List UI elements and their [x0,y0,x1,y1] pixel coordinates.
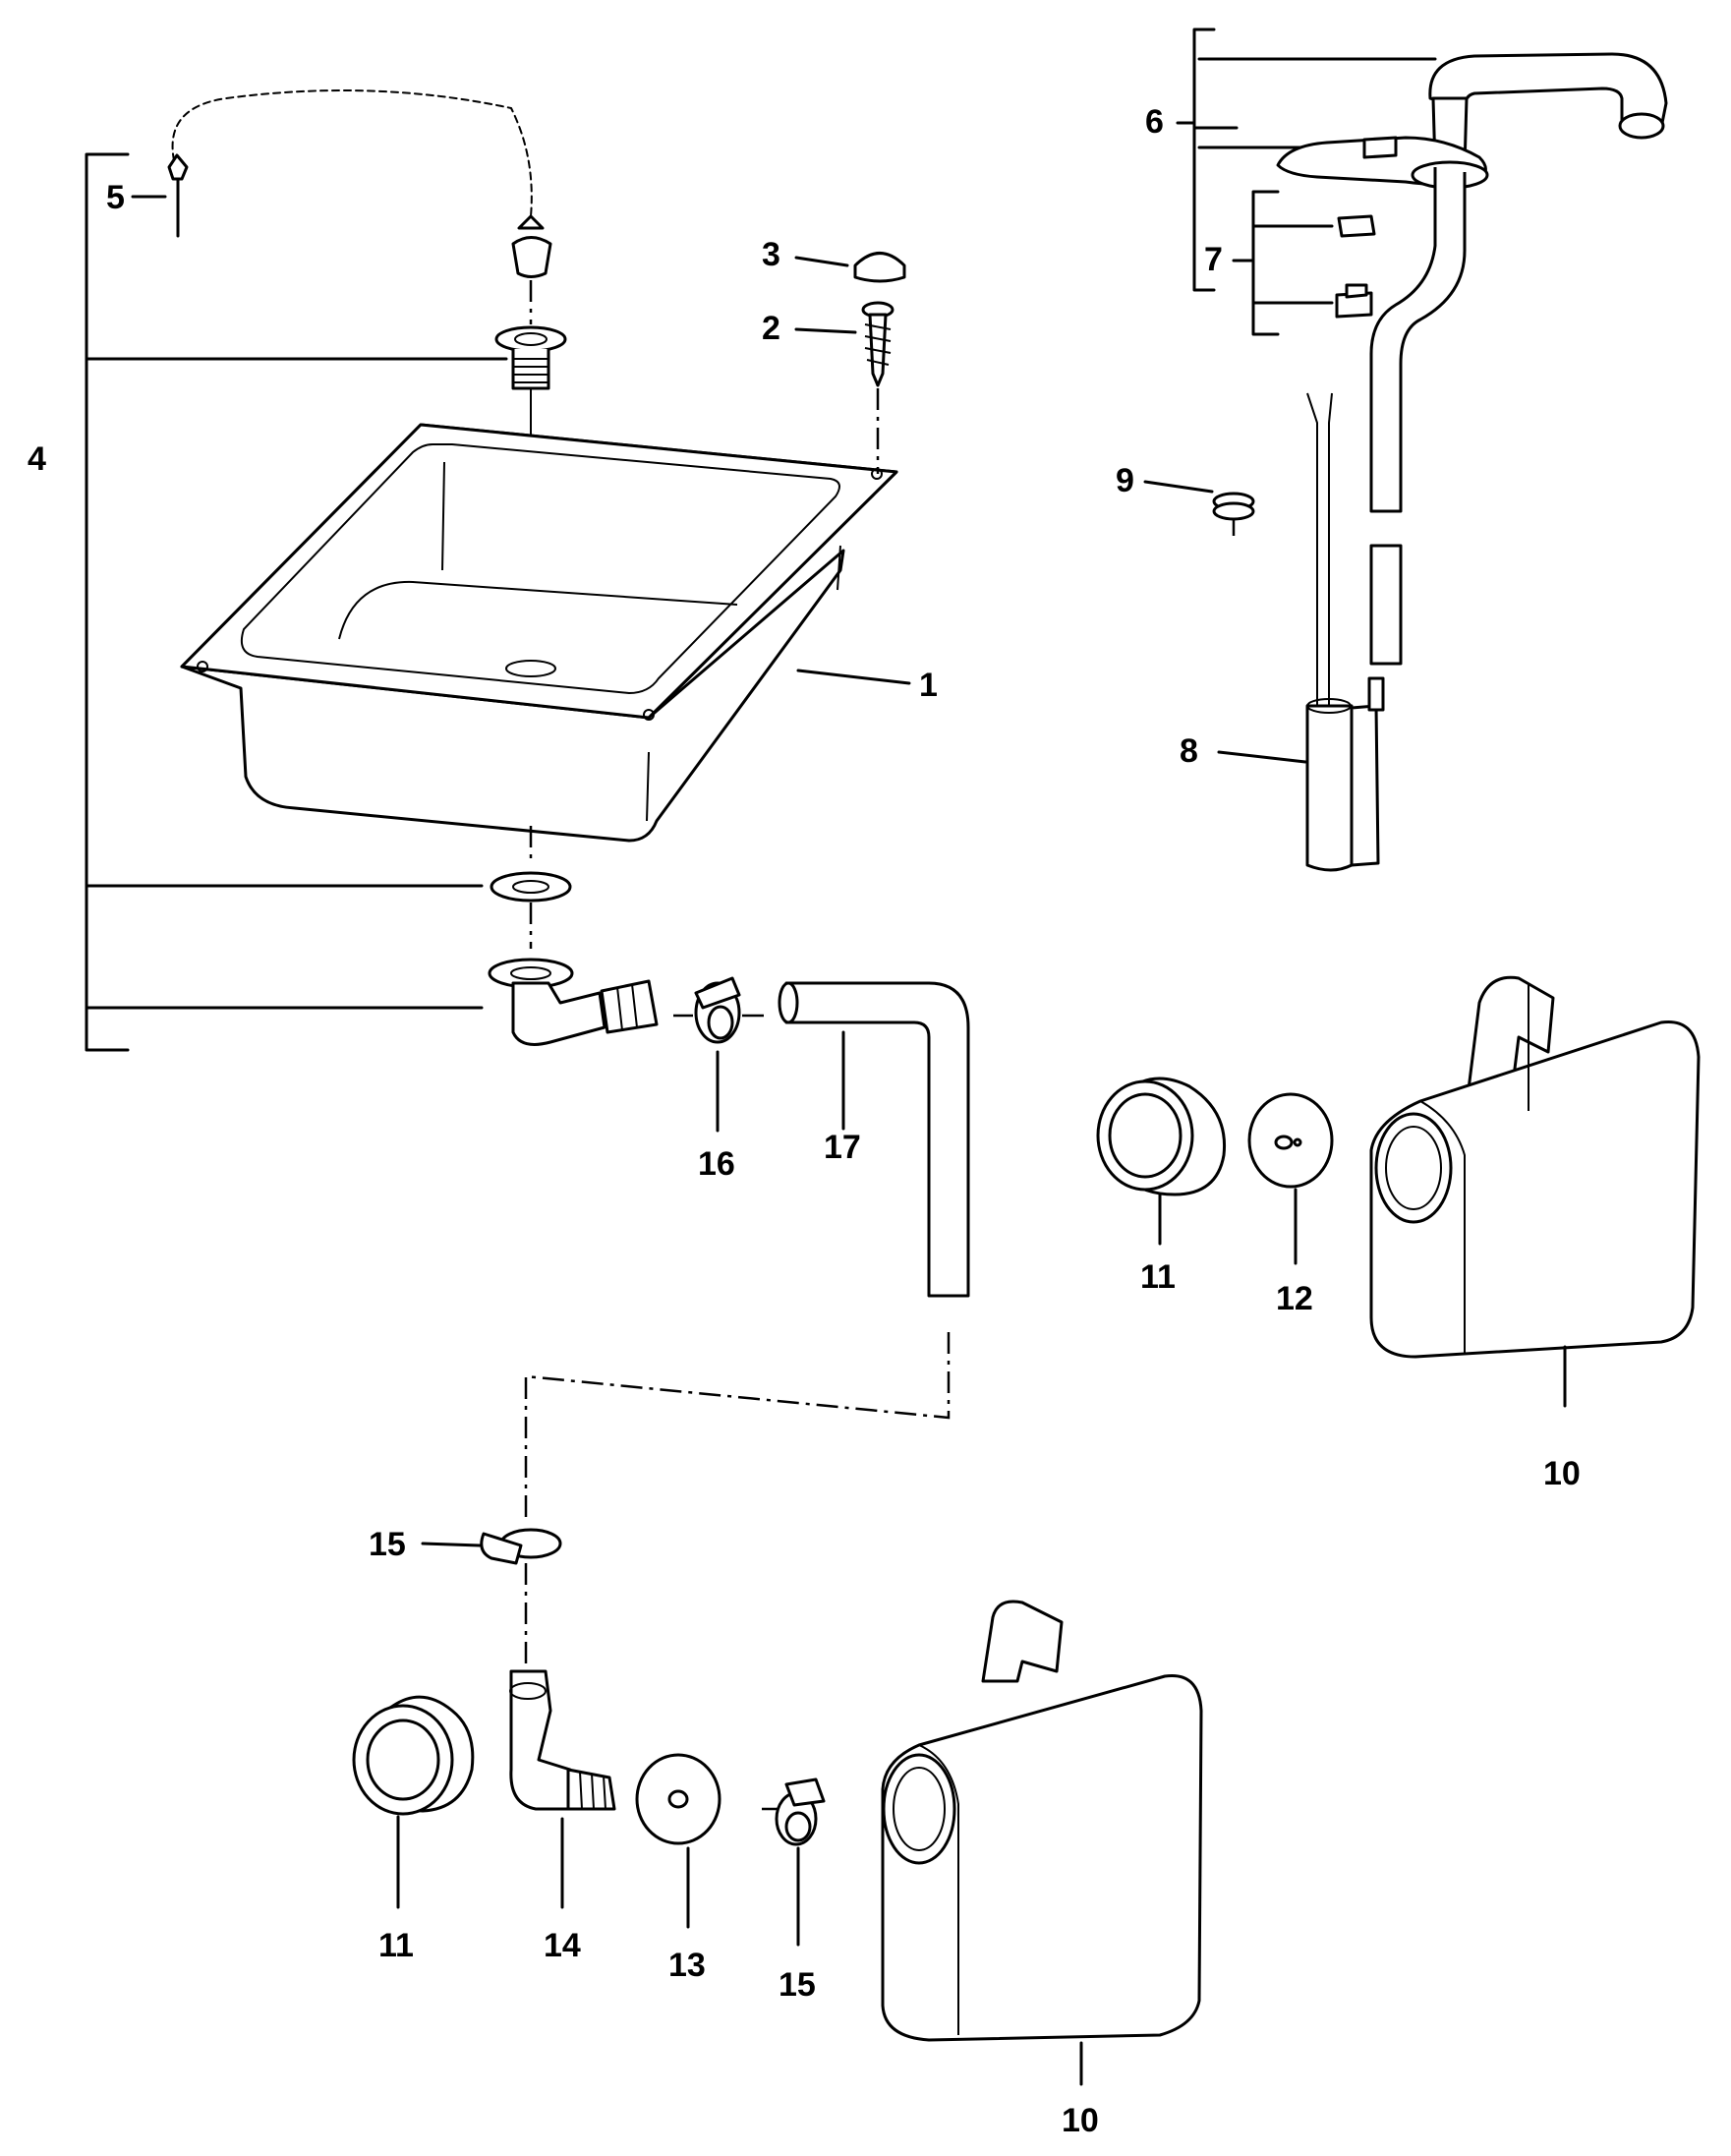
drain-washer-elbow [488,826,659,1046]
hose-clip-15-upper [421,1528,562,1565]
washer-13 [635,1753,721,1929]
elbow-fitting-14 [509,1669,616,1909]
callout-11-right: 11 [1140,1258,1176,1296]
canister-cap-11-right [1096,1077,1227,1246]
callout-3: 3 [762,236,780,273]
callout-1: 1 [919,667,938,704]
water-canister-10-bottom [881,1600,1203,2086]
callout-4: 4 [28,440,46,478]
callout-15-left: 15 [369,1526,406,1563]
connection-line [524,1332,951,1671]
callout-12: 12 [1276,1280,1313,1317]
hose-clip-15-lower [762,1777,826,1947]
pump-hose-8 [1217,167,1467,872]
canister-cap-11-bottom [352,1695,475,1909]
sink-basin-1 [180,423,911,843]
seal-disk-12 [1247,1092,1334,1265]
plug-chain-5 [167,89,552,278]
bent-hose-17 [778,981,970,1298]
hose-clip-16 [673,976,767,1133]
screw-and-cap-2-3 [794,252,906,474]
callout-7: 7 [1204,241,1223,278]
callout-8: 8 [1180,732,1198,770]
callout-15-bottom: 15 [779,1966,816,2004]
callout-13: 13 [668,1947,706,1984]
water-canister-10-right [1369,975,1701,1408]
callout-16: 16 [698,1145,735,1183]
pump-faucet-6 [1276,52,1668,190]
callout-11-bottom: 11 [378,1927,414,1964]
callout-10-right: 10 [1543,1455,1581,1492]
faucet-parts-7 [1335,214,1376,319]
grommet-9 [1143,480,1255,536]
callout-6: 6 [1145,103,1164,141]
assembly-bracket-4 [85,152,508,1052]
callout-14: 14 [544,1927,581,1964]
callout-2: 2 [762,310,780,347]
callout-9: 9 [1116,462,1134,499]
callout-17: 17 [824,1129,861,1166]
callout-5: 5 [106,179,125,216]
callout-10-bottom: 10 [1062,2102,1099,2139]
